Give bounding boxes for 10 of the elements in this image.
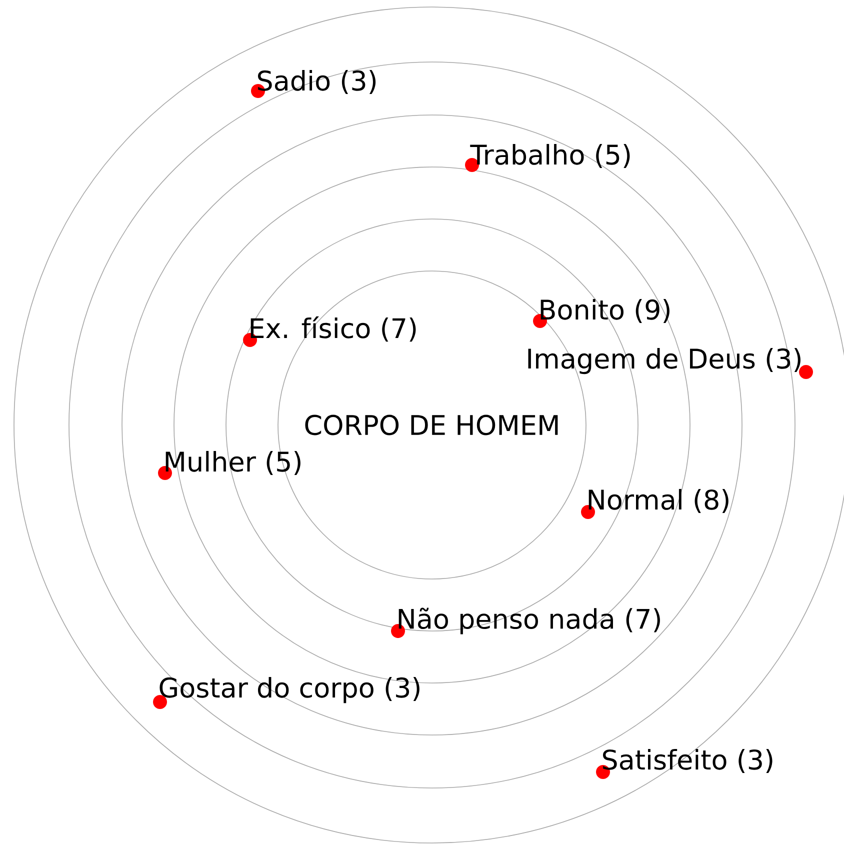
- point-label: Sadio (3): [258, 70, 376, 94]
- point-label: Satisfeito (3): [603, 748, 772, 774]
- point-label: Imagem de Deus (3): [528, 348, 800, 374]
- point-label: Gostar do corpo (3): [160, 676, 420, 704]
- point-label: Mulher (5): [166, 450, 300, 476]
- point-label: Trabalho (5): [470, 144, 630, 168]
- point-label: Ex. físico (7): [250, 316, 416, 342]
- point-label: Não penso nada (7): [398, 608, 660, 634]
- point-label: Bonito (9): [540, 298, 670, 324]
- ring: [14, 6, 844, 844]
